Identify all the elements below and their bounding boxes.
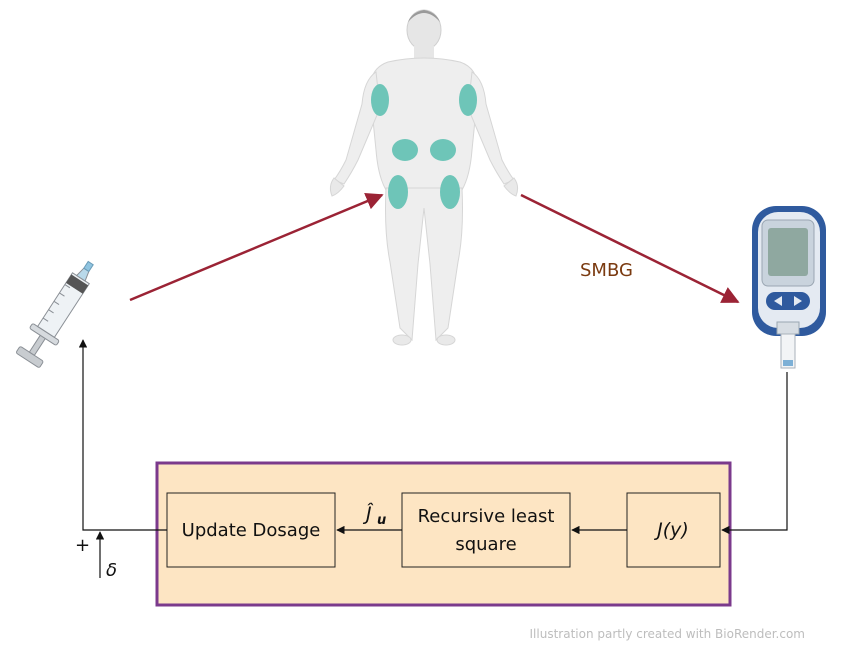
syringe-icon xyxy=(16,260,94,368)
meter-to-j-line xyxy=(721,372,788,535)
rls-label-line1: Recursive least xyxy=(418,506,555,527)
plus-sign: + xyxy=(75,535,90,556)
rls-label-line2: square xyxy=(455,534,516,555)
delta-label: δ xyxy=(106,560,117,581)
update-to-syringe-line xyxy=(78,339,167,531)
smbg-label: SMBG xyxy=(580,260,633,281)
human-body-icon xyxy=(329,9,519,346)
glucose-meter-icon xyxy=(752,206,826,369)
cost-function-label: J(y) xyxy=(653,519,689,541)
injection-sites xyxy=(371,84,477,209)
syringe-to-body-arrow xyxy=(129,192,384,302)
update-dosage-box: Update Dosage xyxy=(166,492,336,568)
body-to-meter-arrow xyxy=(520,193,740,304)
recursive-least-square-box: Recursive least square xyxy=(401,492,571,568)
svg-text:u: u xyxy=(377,513,386,528)
credit-text: Illustration partly created with BioRend… xyxy=(530,627,805,641)
update-dosage-label: Update Dosage xyxy=(182,520,321,541)
cost-function-box: J(y) xyxy=(626,492,721,568)
